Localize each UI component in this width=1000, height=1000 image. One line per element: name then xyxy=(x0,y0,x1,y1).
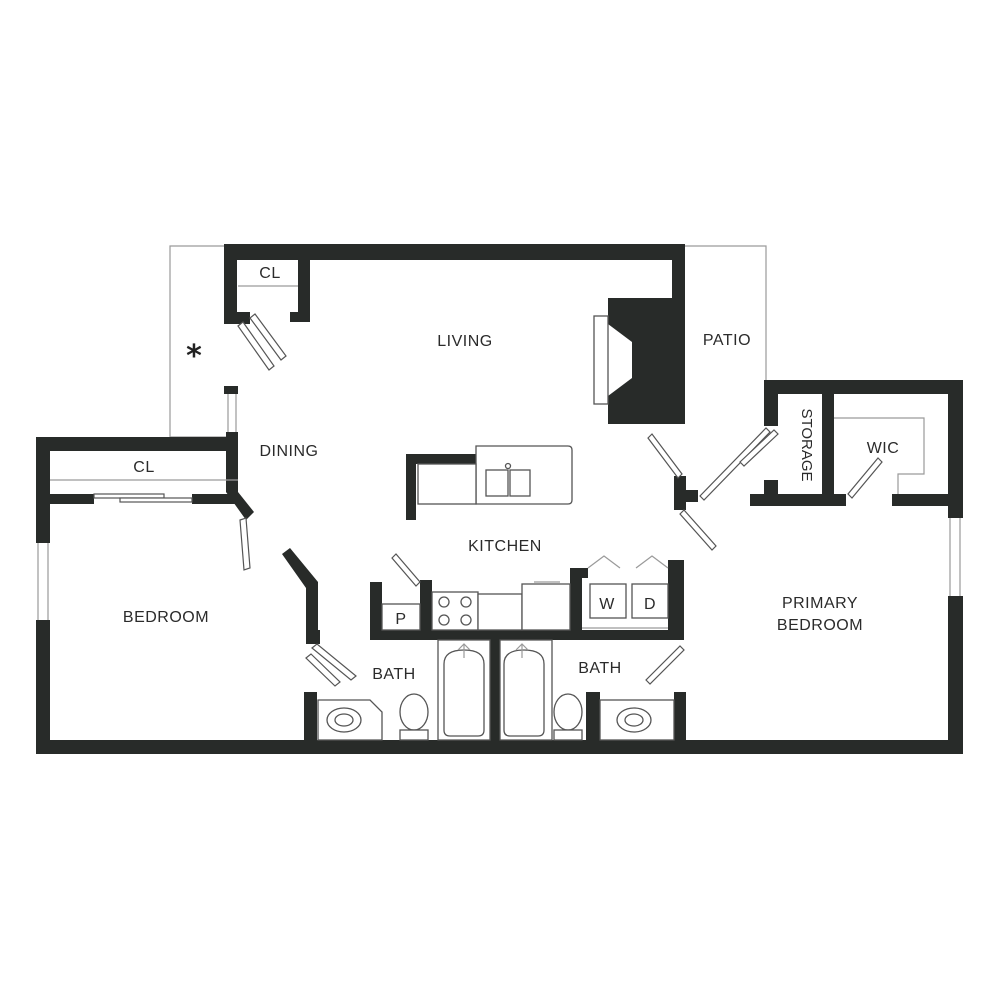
windows xyxy=(37,394,961,620)
primary-bedroom-label-line2: BEDROOM xyxy=(777,617,863,634)
living-label: LIVING xyxy=(437,333,492,350)
bedroom-label: BEDROOM xyxy=(123,609,209,626)
room-labels: LIVING DINING KITCHEN PATIO STORAGE WIC … xyxy=(123,265,899,683)
pantry-label: P xyxy=(395,611,406,628)
dryer-label: D xyxy=(644,596,656,613)
washer-label: W xyxy=(599,596,615,613)
bath-right-label: BATH xyxy=(578,660,621,677)
bath-left-label: BATH xyxy=(372,666,415,683)
doors xyxy=(50,285,925,687)
asterisk-marker: * xyxy=(186,339,202,374)
bath-fixtures xyxy=(317,639,675,741)
wic-label: WIC xyxy=(867,440,900,457)
patio-label: PATIO xyxy=(703,332,751,349)
kitchen-fixtures xyxy=(381,315,669,631)
closet-bedroom-label: CL xyxy=(133,459,154,476)
primary-bedroom-label-line1: PRIMARY xyxy=(782,595,858,612)
walls xyxy=(36,244,963,754)
storage-label: STORAGE xyxy=(798,408,815,481)
dining-label: DINING xyxy=(260,443,319,460)
kitchen-label: KITCHEN xyxy=(468,538,542,555)
closet-top-label: CL xyxy=(259,265,280,282)
